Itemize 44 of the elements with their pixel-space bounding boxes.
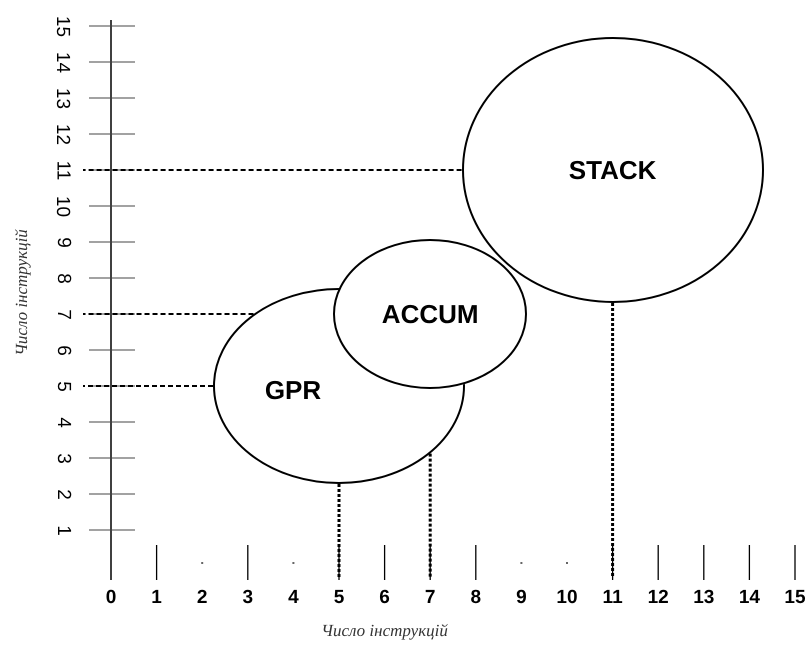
dashed-guide-line: [83, 313, 254, 315]
y-tick-label: 5: [54, 380, 72, 392]
x-tick-label: 5: [334, 588, 344, 607]
x-axis-title: Число інструкцій: [321, 622, 448, 639]
x-tick-label: 8: [470, 588, 482, 607]
x-tick-label: 1: [151, 588, 162, 607]
x-tick-label: 0: [106, 588, 116, 607]
x-tick-label: 10: [556, 588, 578, 607]
x-tick-label: 4: [288, 588, 299, 607]
y-tick-label: 13: [54, 87, 72, 109]
dashed-guide-line: [83, 169, 462, 171]
dashed-guide-line: [611, 303, 614, 578]
x-tick-label: 14: [738, 588, 760, 607]
y-tick-label: 14: [54, 51, 72, 73]
ellipse-shape: [333, 239, 528, 389]
dashed-guide-line: [338, 484, 340, 578]
y-tick-label: 15: [54, 15, 72, 37]
ellipse-label: STACK: [568, 157, 656, 183]
dashed-guide-line: [428, 454, 432, 578]
y-tick-label: 6: [54, 344, 72, 356]
ellipse-label: ACCUM: [382, 301, 479, 327]
x-tick-label: 7: [424, 588, 436, 607]
x-tick-label: 12: [648, 588, 669, 607]
x-tick-label: 6: [379, 588, 390, 607]
x-tick-label: 13: [693, 588, 714, 607]
y-axis-title: Число інструкцій: [12, 228, 30, 356]
y-tick-label: 4: [54, 416, 72, 428]
y-tick-label: 2: [54, 488, 72, 500]
x-tick-label: 11: [602, 588, 623, 607]
ellipse-label: GPR: [264, 377, 322, 403]
x-tick-label: 3: [242, 588, 254, 607]
y-tick-label: 12: [54, 123, 72, 145]
y-tick-label: 9: [54, 236, 72, 248]
ellipse-shape: [462, 37, 764, 303]
x-tick-label: 9: [516, 588, 527, 607]
y-tick-label: 8: [54, 272, 72, 284]
y-tick-label: 11: [54, 160, 72, 180]
y-tick-label: 3: [54, 452, 72, 464]
y-tick-label: 1: [54, 524, 72, 536]
y-tick-label: 7: [54, 308, 72, 320]
y-tick-label: 10: [54, 195, 72, 217]
x-tick-label: 2: [196, 588, 208, 607]
x-tick-label: 15: [784, 588, 806, 607]
dashed-guide-line: [83, 385, 213, 387]
